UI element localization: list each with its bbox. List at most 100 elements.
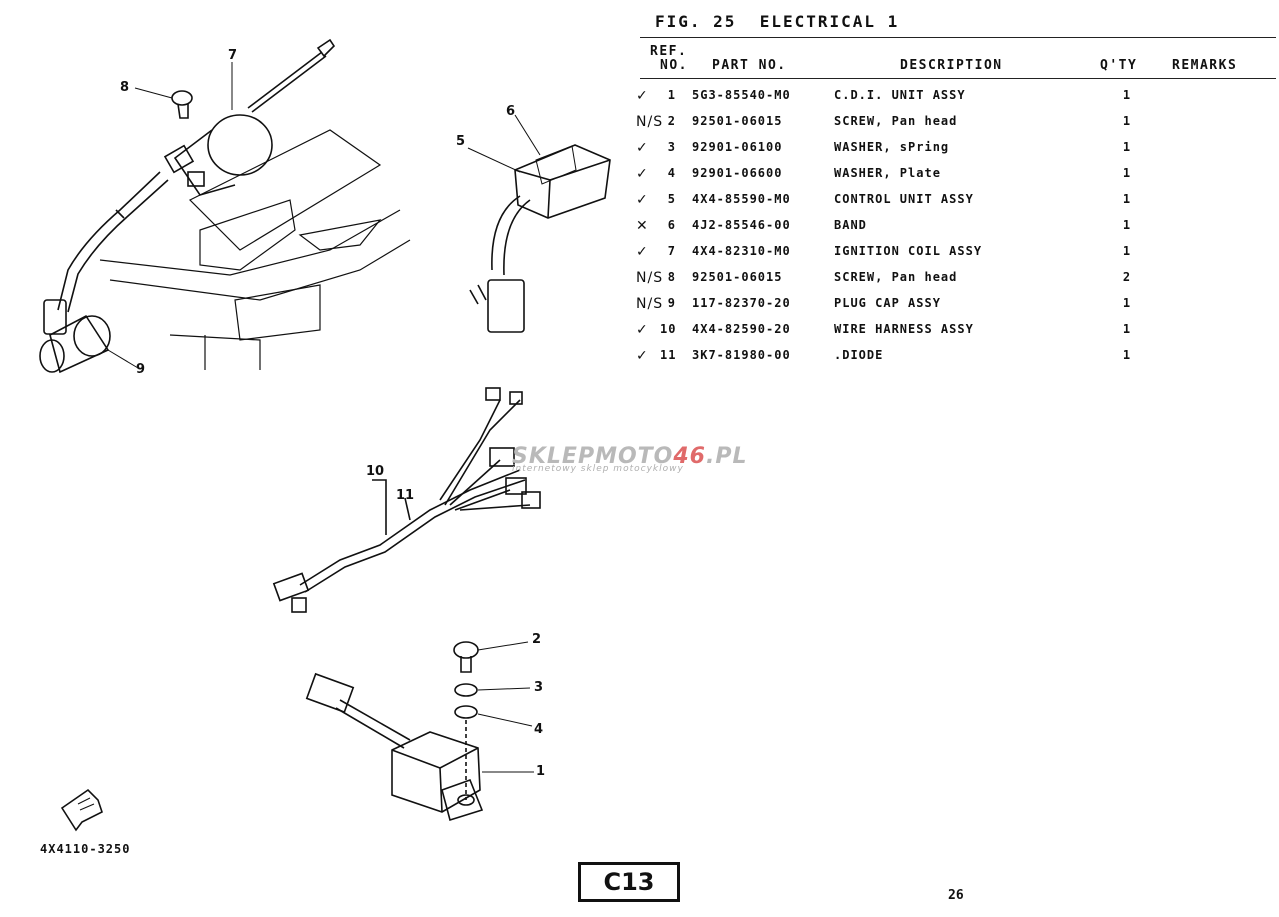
check-mark: ✓ bbox=[636, 348, 649, 364]
cell-ref: 6 bbox=[667, 218, 676, 232]
callout-3: 3 bbox=[534, 680, 544, 695]
cell-ref: 11 bbox=[660, 348, 677, 362]
cell-qty: 1 bbox=[1122, 348, 1132, 362]
header-remarks: REMARKS bbox=[1172, 58, 1238, 73]
table-row: N/S 9 117-82370-20 PLUG CAP ASSY 1 bbox=[632, 296, 1272, 322]
check-mark: N/S bbox=[636, 270, 664, 286]
check-mark: ✕ bbox=[636, 218, 649, 234]
cell-part-no: 92501-06015 bbox=[692, 114, 783, 128]
page-number: 26 bbox=[948, 888, 964, 903]
cell-ref: 1 bbox=[667, 88, 676, 102]
table-row: ✓ 11 3K7-81980-00 .DIODE 1 bbox=[632, 348, 1272, 374]
header-part-no: PART NO. bbox=[712, 58, 787, 73]
check-mark: N/S bbox=[636, 114, 664, 130]
watermark-brand-b: 46 bbox=[673, 444, 706, 469]
cell-part-no: 92901-06600 bbox=[692, 166, 783, 180]
page-section-box: C13 bbox=[578, 862, 680, 902]
cell-description: WASHER, Plate bbox=[834, 166, 941, 180]
callout-5: 5 bbox=[456, 134, 466, 149]
callout-7: 7 bbox=[228, 48, 238, 63]
drawing-code: 4X4110-3250 bbox=[40, 842, 131, 856]
callout-4: 4 bbox=[534, 722, 544, 737]
cell-ref: 8 bbox=[667, 270, 676, 284]
check-mark: ✓ bbox=[636, 322, 649, 338]
check-mark: ✓ bbox=[636, 140, 649, 156]
cell-part-no: 5G3-85540-M0 bbox=[692, 88, 791, 102]
cell-qty: 2 bbox=[1122, 270, 1132, 284]
callout-11: 11 bbox=[396, 488, 415, 503]
cdi-unit bbox=[305, 641, 484, 822]
table-row: ✓ 5 4X4-85590-M0 CONTROL UNIT ASSY 1 bbox=[632, 192, 1272, 218]
cell-ref: 2 bbox=[667, 114, 676, 128]
cell-qty: 1 bbox=[1122, 322, 1132, 336]
header-no: NO. bbox=[660, 58, 688, 73]
cell-description: WASHER, sPring bbox=[834, 140, 950, 154]
header-description: DESCRIPTION bbox=[900, 58, 1003, 73]
fwd-arrow-icon bbox=[60, 788, 103, 832]
cell-qty: 1 bbox=[1122, 114, 1132, 128]
ignition-coil bbox=[57, 38, 336, 313]
cell-part-no: 4X4-82590-20 bbox=[692, 322, 791, 336]
cell-description: IGNITION COIL ASSY bbox=[834, 244, 983, 258]
cell-part-no: 4X4-82310-M0 bbox=[692, 244, 791, 258]
callout-6: 6 bbox=[506, 104, 516, 119]
frame-sketch bbox=[99, 129, 411, 370]
leader-lines bbox=[107, 62, 541, 773]
check-mark: ✓ bbox=[636, 244, 649, 260]
exploded-view-drawing bbox=[39, 38, 611, 832]
table-header-rule bbox=[640, 78, 1276, 79]
watermark-logo: SKLEPMOTO46.PL bbox=[512, 444, 748, 469]
cell-qty: 1 bbox=[1122, 140, 1132, 154]
wire-harness bbox=[272, 387, 541, 613]
cell-qty: 1 bbox=[1122, 296, 1132, 310]
cell-ref: 3 bbox=[667, 140, 676, 154]
callout-1: 1 bbox=[536, 764, 546, 779]
cell-part-no: 92501-06015 bbox=[692, 270, 783, 284]
cell-ref: 5 bbox=[667, 192, 676, 206]
table-top-rule bbox=[640, 37, 1276, 38]
callout-8: 8 bbox=[120, 80, 130, 95]
figure-label: FIG. 25 bbox=[655, 12, 737, 31]
cell-qty: 1 bbox=[1122, 88, 1132, 102]
cell-description: SCREW, Pan head bbox=[834, 114, 958, 128]
cell-qty: 1 bbox=[1122, 218, 1132, 232]
cell-description: .DIODE bbox=[834, 348, 884, 362]
watermark-brand-a: SKLEPMOTO bbox=[512, 444, 674, 469]
cell-part-no: 4X4-85590-M0 bbox=[692, 192, 791, 206]
callout-9: 9 bbox=[136, 362, 146, 377]
control-unit bbox=[469, 144, 611, 333]
cell-part-no: 92901-06100 bbox=[692, 140, 783, 154]
check-mark: ✓ bbox=[636, 192, 649, 208]
table-row: N/S 2 92501-06015 SCREW, Pan head 1 bbox=[632, 114, 1272, 140]
figure-name: ELECTRICAL 1 bbox=[759, 12, 900, 31]
cell-description: C.D.I. UNIT ASSY bbox=[834, 88, 966, 102]
cell-qty: 1 bbox=[1122, 166, 1132, 180]
cell-description: CONTROL UNIT ASSY bbox=[834, 192, 974, 206]
screw-8 bbox=[171, 90, 193, 119]
table-row: ✓ 3 92901-06100 WASHER, sPring 1 bbox=[632, 140, 1272, 166]
cell-description: WIRE HARNESS ASSY bbox=[834, 322, 974, 336]
watermark-brand-c: .PL bbox=[706, 444, 748, 469]
table-row: ✓ 4 92901-06600 WASHER, Plate 1 bbox=[632, 166, 1272, 192]
cell-ref: 7 bbox=[667, 244, 676, 258]
table-row: ✓ 10 4X4-82590-20 WIRE HARNESS ASSY 1 bbox=[632, 322, 1272, 348]
table-row: ✕ 6 4J2-85546-00 BAND 1 bbox=[632, 218, 1272, 244]
cell-qty: 1 bbox=[1122, 244, 1132, 258]
check-mark: N/S bbox=[636, 296, 664, 312]
cell-ref: 10 bbox=[660, 322, 677, 336]
watermark-tagline: internetowy sklep motocyklowy bbox=[512, 464, 684, 474]
cell-part-no: 3K7-81980-00 bbox=[692, 348, 791, 362]
table-row: ✓ 7 4X4-82310-M0 IGNITION COIL ASSY 1 bbox=[632, 244, 1272, 270]
cell-qty: 1 bbox=[1122, 192, 1132, 206]
table-row: ✓ 1 5G3-85540-M0 C.D.I. UNIT ASSY 1 bbox=[632, 88, 1272, 114]
cell-part-no: 117-82370-20 bbox=[692, 296, 791, 310]
plug-cap bbox=[39, 299, 111, 374]
cell-ref: 4 bbox=[667, 166, 676, 180]
header-ref: REF. bbox=[650, 44, 688, 59]
header-qty: Q'TY bbox=[1100, 58, 1138, 73]
table-row: N/S 8 92501-06015 SCREW, Pan head 2 bbox=[632, 270, 1272, 296]
callout-2: 2 bbox=[532, 632, 542, 647]
figure-title: FIG. 25 ELECTRICAL 1 bbox=[655, 12, 899, 31]
cell-description: SCREW, Pan head bbox=[834, 270, 958, 284]
cell-description: BAND bbox=[834, 218, 867, 232]
